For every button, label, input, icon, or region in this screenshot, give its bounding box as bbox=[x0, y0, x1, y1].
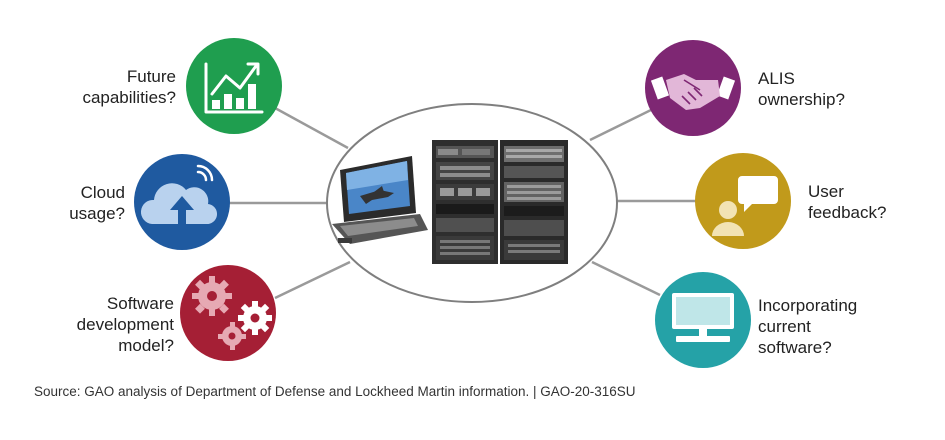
connector-lines bbox=[228, 106, 700, 300]
label-line: capabilities? bbox=[82, 88, 176, 107]
label-line: feedback? bbox=[808, 203, 887, 222]
node-future-capabilities bbox=[186, 38, 282, 134]
label-line: usage? bbox=[69, 204, 125, 223]
server-rack-icon bbox=[432, 140, 568, 264]
source-note: Source: GAO analysis of Department of De… bbox=[34, 384, 636, 399]
rugged-laptop-icon bbox=[332, 156, 428, 244]
label-line: current bbox=[758, 317, 811, 336]
label-line: User bbox=[808, 182, 844, 201]
user-speech-bubble-icon bbox=[712, 176, 778, 236]
node-software-development-model bbox=[180, 265, 276, 361]
connector-software-development-model bbox=[274, 260, 351, 300]
node-cloud-usage bbox=[134, 154, 230, 250]
label-line: development bbox=[76, 315, 174, 334]
node-alis-ownership bbox=[645, 40, 741, 136]
label-incorporating-current-software: Incorporating current software? bbox=[758, 295, 857, 358]
connector-alis-ownership bbox=[589, 106, 656, 142]
wifi-signal-icon bbox=[196, 164, 214, 182]
label-line: Cloud bbox=[80, 183, 125, 202]
cloud-upload-icon bbox=[140, 183, 218, 225]
growth-chart-icon bbox=[204, 62, 264, 114]
node-incorporating-current-software bbox=[655, 272, 751, 368]
label-user-feedback: User feedback? bbox=[808, 181, 886, 223]
gears-icon bbox=[192, 276, 272, 350]
computer-monitor-icon bbox=[672, 293, 734, 342]
node-user-feedback bbox=[695, 153, 791, 249]
label-line: model? bbox=[118, 336, 174, 355]
connector-future-capabilities bbox=[274, 106, 349, 150]
label-cloud-usage: Cloud usage? bbox=[69, 182, 125, 224]
handshake-icon bbox=[650, 74, 736, 110]
label-line: Future bbox=[126, 67, 176, 86]
label-future-capabilities: Future capabilities? bbox=[82, 66, 176, 108]
label-alis-ownership: ALIS ownership? bbox=[758, 68, 845, 110]
label-software-development-model: Software development model? bbox=[77, 293, 174, 356]
chart-bars bbox=[212, 84, 256, 109]
connector-incorporating-current-software bbox=[591, 260, 661, 297]
label-line: Software bbox=[106, 294, 174, 313]
label-line: ownership? bbox=[758, 90, 845, 109]
label-line: software? bbox=[758, 338, 832, 357]
label-line: ALIS bbox=[758, 69, 795, 88]
label-line: Incorporating bbox=[758, 296, 858, 315]
